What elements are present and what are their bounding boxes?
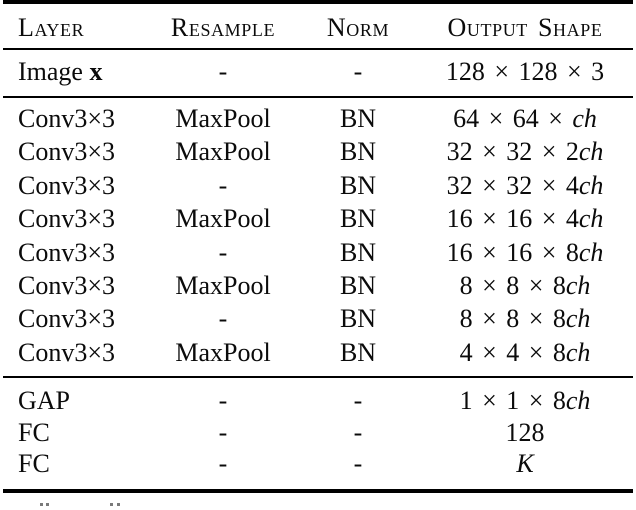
cell-resample: - bbox=[218, 386, 228, 416]
cell-output-shape: 8 × 8 × 8ch bbox=[459, 304, 591, 334]
table-row: GAP - - 1 × 1 × 8ch bbox=[0, 385, 636, 417]
cutoff-text-fragment bbox=[117, 503, 120, 506]
cell-norm: BN bbox=[339, 270, 377, 300]
cell-norm: BN bbox=[339, 204, 377, 234]
cell-resample: - bbox=[218, 417, 228, 447]
table-row: Image x - - 128 × 128 × 3 bbox=[0, 50, 636, 96]
cell-output-shape: 16 × 16 × 8ch bbox=[446, 237, 604, 267]
header-rule bbox=[3, 48, 633, 50]
table-row: Conv3×3 MaxPool BN 64 × 64 × ch bbox=[0, 102, 636, 135]
cell-output-shape: K bbox=[516, 449, 534, 479]
cell-output-shape: 128 × 128 × 3 bbox=[445, 57, 605, 86]
cell-norm: - bbox=[353, 57, 363, 86]
cell-output-shape: 4 × 4 × 8ch bbox=[459, 337, 591, 367]
cell-layer: Conv3×3 bbox=[18, 170, 116, 200]
cell-norm: BN bbox=[339, 237, 377, 267]
cell-norm: BN bbox=[339, 337, 377, 367]
cell-layer: Conv3×3 bbox=[18, 104, 116, 133]
table-row: Conv3×3 - BN 8 × 8 × 8ch bbox=[0, 302, 636, 335]
cell-norm: BN bbox=[339, 170, 377, 200]
table-row: Conv3×3 MaxPool BN 16 × 16 × 4ch bbox=[0, 202, 636, 235]
cell-resample: - bbox=[218, 449, 228, 479]
cell-layer: FC bbox=[18, 417, 50, 447]
column-header-output-shape: Output Shape bbox=[447, 13, 603, 42]
table-section-input: Image x - - 128 × 128 × 3 bbox=[0, 50, 636, 96]
cell-resample: MaxPool bbox=[175, 137, 271, 167]
cell-norm: - bbox=[353, 449, 363, 479]
cell-resample: - bbox=[218, 170, 228, 200]
table-row: Conv3×3 - BN 16 × 16 × 8ch bbox=[0, 236, 636, 269]
column-header-resample: Resample bbox=[170, 13, 276, 42]
table-row: Conv3×3 - BN 32 × 32 × 4ch bbox=[0, 169, 636, 202]
cell-output-shape: 32 × 32 × 4ch bbox=[446, 170, 604, 200]
table-row: Conv3×3 MaxPool BN 32 × 32 × 2ch bbox=[0, 135, 636, 168]
cell-output-shape: 64 × 64 × ch bbox=[453, 104, 597, 133]
cell-output-shape: 32 × 32 × 2ch bbox=[446, 137, 604, 167]
cell-norm: - bbox=[353, 386, 363, 416]
table-row: Conv3×3 MaxPool BN 8 × 8 × 8ch bbox=[0, 269, 636, 302]
cell-layer: Conv3×3 bbox=[18, 337, 116, 367]
cell-norm: BN bbox=[339, 104, 377, 133]
section-rule bbox=[3, 376, 633, 379]
cutoff-text-fragment bbox=[40, 503, 43, 506]
table-bottom-rule bbox=[3, 488, 633, 493]
cell-resample: - bbox=[218, 304, 228, 334]
column-header-norm: Norm bbox=[326, 13, 390, 42]
cell-resample: MaxPool bbox=[175, 337, 271, 367]
cell-layer: Conv3×3 bbox=[18, 237, 116, 267]
table-top-rule bbox=[3, 0, 633, 4]
cell-output-shape: 8 × 8 × 8ch bbox=[459, 270, 591, 300]
cell-resample: - bbox=[218, 57, 228, 86]
cell-norm: - bbox=[353, 417, 363, 447]
cell-layer: FC bbox=[18, 449, 50, 479]
table-row: Conv3×3 MaxPool BN 4 × 4 × 8ch bbox=[0, 336, 636, 369]
cell-layer: Image x bbox=[18, 57, 103, 86]
table-header-row: Layer Resample Norm Output Shape bbox=[0, 4, 636, 48]
cell-output-shape: 128 bbox=[505, 417, 545, 447]
cell-layer: Conv3×3 bbox=[18, 270, 116, 300]
cell-layer: Conv3×3 bbox=[18, 204, 116, 234]
table-row: FC - - K bbox=[0, 448, 636, 480]
cell-resample: MaxPool bbox=[175, 270, 271, 300]
cell-resample: - bbox=[218, 237, 228, 267]
cell-layer: Conv3×3 bbox=[18, 304, 116, 334]
cell-layer: GAP bbox=[18, 386, 71, 416]
cell-output-shape: 1 × 1 × 8ch bbox=[459, 386, 591, 416]
cell-norm: BN bbox=[339, 137, 377, 167]
cell-norm: BN bbox=[339, 304, 377, 334]
cell-layer: Conv3×3 bbox=[18, 137, 116, 167]
cutoff-text-fragment bbox=[46, 503, 49, 506]
cell-resample: MaxPool bbox=[175, 204, 271, 234]
cell-resample: MaxPool bbox=[175, 104, 271, 133]
cell-output-shape: 16 × 16 × 4ch bbox=[446, 204, 604, 234]
cutoff-text-fragment bbox=[110, 503, 113, 506]
column-header-layer: Layer bbox=[18, 13, 85, 42]
table-row: FC - - 128 bbox=[0, 417, 636, 449]
section-rule bbox=[3, 96, 633, 98]
